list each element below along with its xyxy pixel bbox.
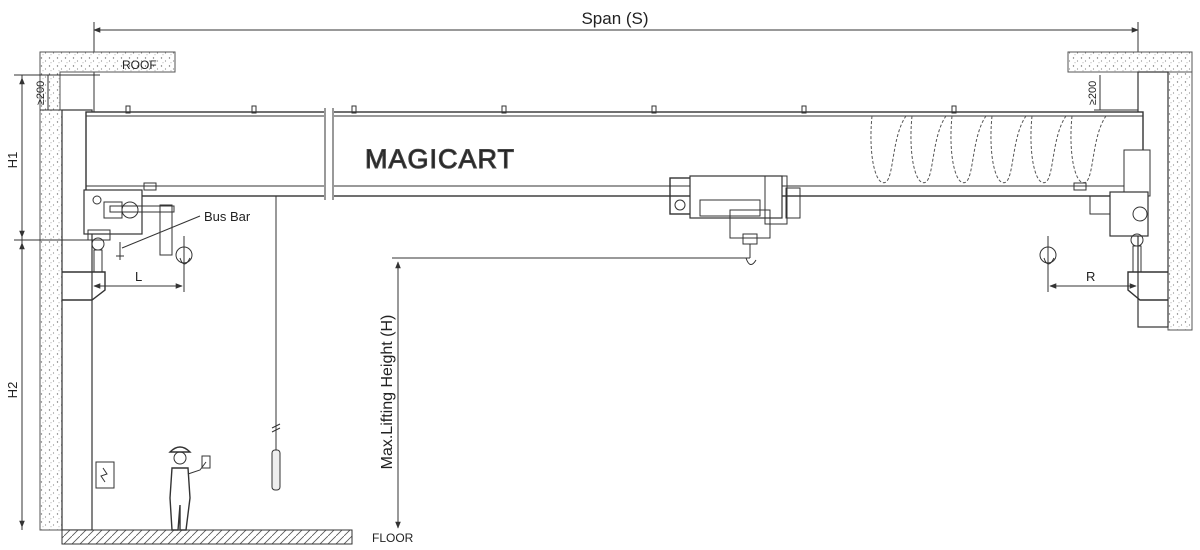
roof-left: ROOF xyxy=(39,51,176,111)
hook-approach-right: R xyxy=(1039,236,1137,292)
end-carriage-right xyxy=(1073,182,1149,273)
clearance-right: ≥200 xyxy=(1087,75,1138,111)
pendant-control xyxy=(271,196,281,491)
floor-label: FLOOR xyxy=(372,531,414,545)
festoon-loop xyxy=(950,115,987,184)
brand-logo: MAGICART xyxy=(365,144,515,174)
operator-figure xyxy=(168,446,211,531)
festoon-loop xyxy=(1030,115,1067,184)
wall-right xyxy=(1127,71,1193,331)
height-dimensions: H1 H2 xyxy=(5,74,100,530)
h1-label: H1 xyxy=(5,152,20,169)
hoist-trolley xyxy=(669,175,801,265)
festoon-loop xyxy=(990,115,1027,184)
max-lifting-height-dimension: Max.Lifting Height (H) xyxy=(379,257,750,529)
span-dimension: Span (S) xyxy=(93,9,1139,115)
bus-bar-label: Bus Bar xyxy=(204,209,251,224)
clearance-left: ≥200 xyxy=(35,75,88,111)
girder: MAGICART xyxy=(85,105,1151,200)
hook-approach-left: L xyxy=(93,236,193,292)
roof-label: ROOF xyxy=(122,58,157,72)
festoon-cable xyxy=(870,115,1107,184)
h2-label: H2 xyxy=(5,382,20,399)
span-label: Span (S) xyxy=(581,9,648,28)
festoon-loop xyxy=(1070,115,1107,184)
festoon-loop xyxy=(910,115,947,184)
l-dimension-label: L xyxy=(135,269,142,284)
bus-bar: Bus Bar xyxy=(116,209,251,260)
clearance-left-label: ≥200 xyxy=(35,81,47,105)
clearance-right-label: ≥200 xyxy=(1087,81,1099,105)
r-dimension-label: R xyxy=(1086,269,1095,284)
floor: FLOOR xyxy=(61,529,414,545)
max-lifting-height-label: Max.Lifting Height (H) xyxy=(379,315,396,470)
festoon-loop xyxy=(870,115,907,184)
end-carriage-left xyxy=(83,182,175,273)
